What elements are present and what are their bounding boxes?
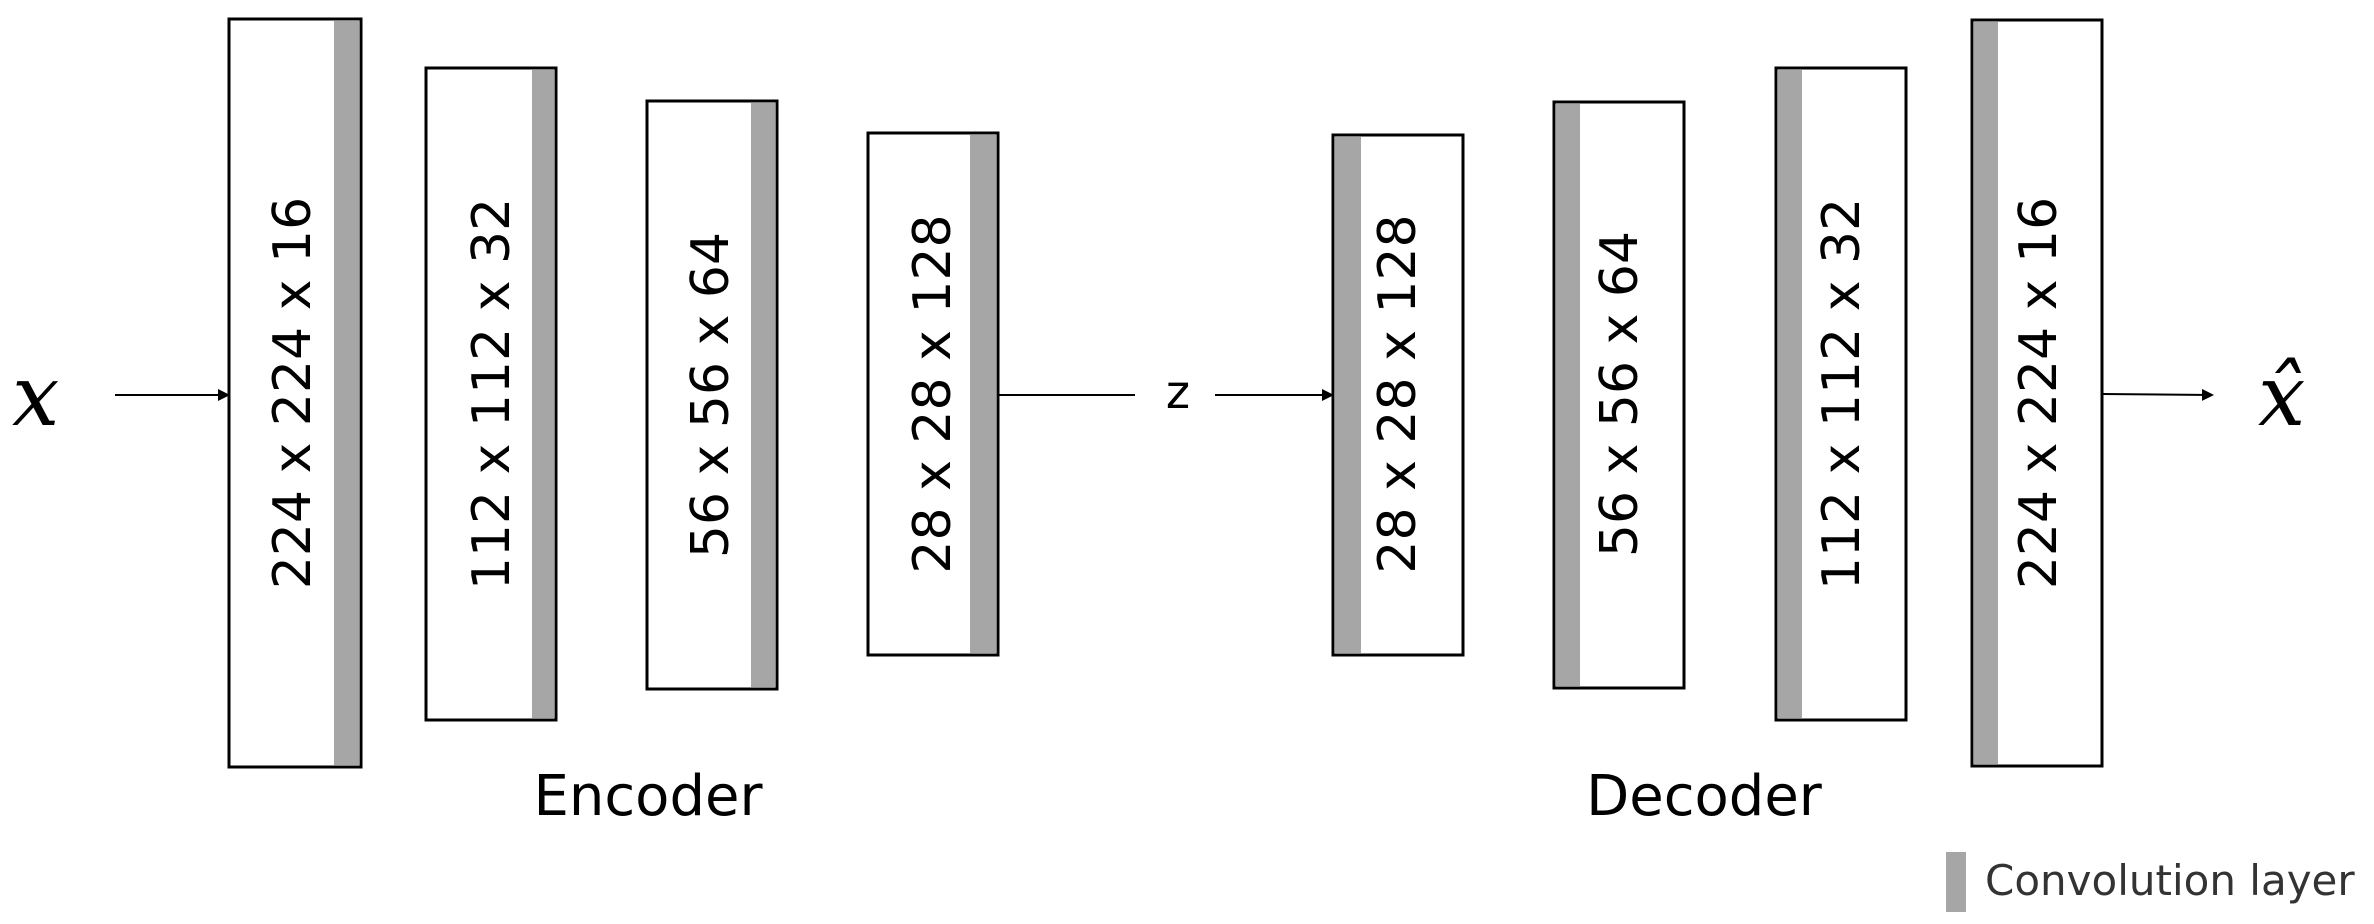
- encoder-block-1: 224 x 224 x 16: [227, 17, 363, 769]
- encoder-label: Encoder: [534, 764, 764, 829]
- output-xhat-label: x̂: [2258, 347, 2305, 445]
- decoder-block-4: 224 x 224 x 16: [1970, 18, 2104, 768]
- conv-layer-strip: [1556, 104, 1580, 686]
- conv-layer-strip: [1974, 22, 1998, 764]
- conv-layer-strip: [970, 135, 996, 653]
- legend-label: Convolution layer: [1985, 856, 2355, 905]
- conv-layer-strip: [532, 70, 554, 718]
- input-x-label: x: [12, 347, 59, 445]
- encoder-block-2: 112 x 112 x 32: [424, 66, 558, 722]
- decoder-block-1-label: 28 x 28 x 128: [1368, 214, 1428, 573]
- decoder-block-3-label: 112 x 112 x 32: [1812, 198, 1872, 590]
- decoder-block-1: 28 x 28 x 128: [1331, 133, 1465, 657]
- output-arrow: [2101, 388, 2214, 401]
- encoder-block-4: 28 x 28 x 128: [866, 131, 1000, 657]
- conv-layer-strip: [334, 21, 359, 765]
- conv-layer-strip: [1335, 137, 1361, 653]
- decoder-label: Decoder: [1586, 764, 1823, 829]
- encoder-block-2-label: 112 x 112 x 32: [462, 198, 522, 590]
- encoder-block-1-label: 224 x 224 x 16: [263, 197, 323, 589]
- conv-layer-strip: [1778, 70, 1802, 718]
- encoder-block-3-label: 56 x 56 x 64: [681, 232, 741, 558]
- encoder-block-4-label: 28 x 28 x 128: [903, 214, 963, 573]
- conv-layer-strip: [751, 103, 775, 687]
- legend: Convolution layer: [1946, 852, 2355, 912]
- decoder-block-2: 56 x 56 x 64: [1552, 100, 1686, 690]
- legend-swatch: [1946, 852, 1966, 912]
- decoder-block-3: 112 x 112 x 32: [1774, 66, 1908, 722]
- decoder-block-4-label: 224 x 224 x 16: [2009, 197, 2069, 589]
- encoder-block-3: 56 x 56 x 64: [645, 99, 779, 691]
- decoder-block-2-label: 56 x 56 x 64: [1590, 231, 1650, 557]
- latent-z-label: z: [1166, 365, 1190, 419]
